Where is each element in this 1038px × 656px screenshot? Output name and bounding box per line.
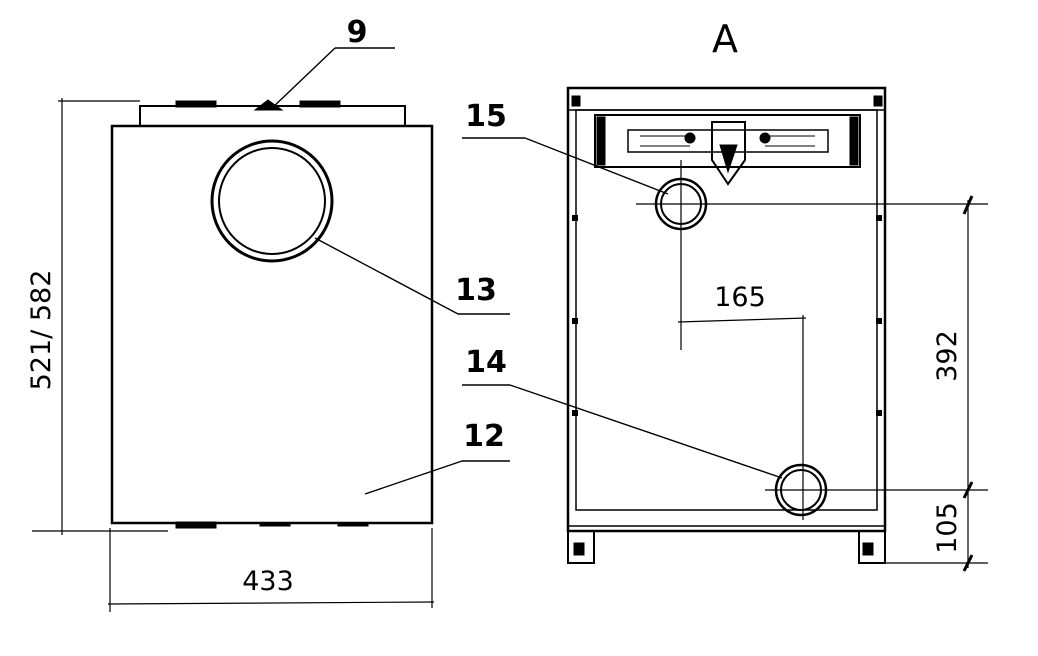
callout-12: 12 [463,419,505,454]
leader-9 [269,47,336,111]
rear-foot-left-mark [573,542,585,556]
damper-screw-left [684,132,696,144]
view-label: A [712,17,738,61]
rear-side-bolts [572,215,882,416]
rear-foot-right-mark [862,542,874,556]
front-foot-right [337,522,369,527]
rear-foot-left [567,530,595,564]
leader-14 [509,384,783,479]
dim-bottom-label: 105 [932,502,963,554]
front-foot-middle [259,522,291,527]
damper-handle-tip [719,144,738,174]
damper-handle [711,121,746,186]
dim-vertical-label: 392 [932,330,963,382]
callout-9: 9 [347,15,368,50]
callout-15: 15 [465,99,507,134]
damper-screw-right [759,132,771,144]
callout-13: 13 [455,273,497,308]
leader-15 [524,137,669,195]
dim-width-label: 433 [242,566,294,597]
rear-foot-right [858,530,886,564]
top-plate-tab-left [175,100,217,108]
dim-spacing-line [677,317,807,323]
dim-spacing-label: 165 [714,282,766,313]
dim-height-label: 521/ 582 [26,270,57,391]
flue-opening-outer [210,139,334,263]
leader-12 [364,460,463,495]
rear-body-outer [566,86,887,533]
front-body [110,124,434,525]
damper-grille-slots [640,135,815,147]
rear-corner-left [571,95,581,107]
callout-14: 14 [465,345,507,380]
damper-bracket-left [596,116,606,166]
front-foot-left [175,521,217,529]
dim-width-line [107,601,435,605]
front-view [32,47,510,612]
leader-13 [314,237,459,315]
top-plate-tab-right [299,100,341,108]
dim-ticks [962,195,974,572]
damper-bracket-right [849,116,859,166]
rear-corner-right [873,95,883,107]
rear-view [462,86,988,572]
flue-opening-inner [218,147,326,255]
